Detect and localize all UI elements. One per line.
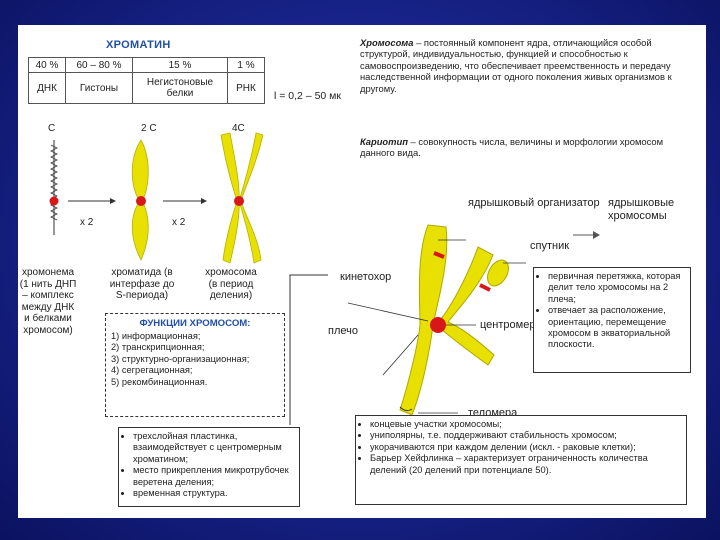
telomere-note: Барьер Хейфлинка – характеризует огранич… xyxy=(370,453,680,476)
kinetochore-note: временная структура. xyxy=(133,488,295,499)
caption-chromatid: хроматида (в интерфазе до S-периода) xyxy=(106,267,178,302)
arrow-1-head xyxy=(110,198,116,204)
slide: ХРОМАТИН 40 % 60 – 80 % 15 % 1 % ДНК Гис… xyxy=(18,25,706,518)
function-item: 4) сегрегационная; xyxy=(111,365,279,376)
chromatid-centromere xyxy=(136,196,146,206)
label-centromere: центромер xyxy=(480,319,535,331)
chromosome-definition: Хромосома – постоянный компонент ядра, о… xyxy=(360,37,700,94)
centromere-notes-box: первичная перетяжка, которая делит тело … xyxy=(533,267,691,373)
label-arm: плечо xyxy=(328,325,358,337)
kinetochore-notes-box: трехслойная пластинка, взаимодействует с… xyxy=(118,427,300,507)
centromere-note: первичная перетяжка, которая делит тело … xyxy=(548,271,686,305)
function-item: 3) структурно-организационная; xyxy=(111,354,279,365)
telomere-note: униполярны, т.е. поддерживают стабильнос… xyxy=(370,430,680,441)
kinetochore-connector xyxy=(290,275,328,425)
chromosome-stages-drawing xyxy=(18,25,318,265)
kinetochore-pointer xyxy=(348,303,428,321)
function-item: 1) информационная; xyxy=(111,331,279,342)
nucleolar-mark-2 xyxy=(480,285,490,290)
function-item: 5) рекомбинационная. xyxy=(111,377,279,388)
organizer-arrow-head xyxy=(593,231,600,239)
telomere-note: укорачиваются при каждом делении (искл. … xyxy=(370,442,680,453)
caption-chromosome: хромосома (в период деления) xyxy=(200,267,262,302)
telomere-note: концевые участки хромосомы; xyxy=(370,419,680,430)
centromere-note: отвечает за расположение, ориентацию, пе… xyxy=(548,305,686,351)
label-nucleolar-organizer: ядрышковый организатор xyxy=(468,197,600,210)
label-kinetochore: кинетохор xyxy=(340,271,391,283)
arrow-2-head xyxy=(201,198,207,204)
label-satellite: спутник xyxy=(530,240,569,252)
karyotype-term: Кариотип xyxy=(360,136,408,147)
functions-box: ФУНКЦИИ ХРОМОСОМ: 1) информационная; 2) … xyxy=(105,313,285,417)
functions-title: ФУНКЦИИ ХРОМОСОМ: xyxy=(106,318,284,329)
label-nucleolar-chromosomes: ядрышковые хромосомы xyxy=(608,197,688,223)
chromosome-centromere xyxy=(234,196,244,206)
large-centromere xyxy=(430,317,446,333)
telomere-notes-box: концевые участки хромосомы; униполярны, … xyxy=(355,415,687,505)
karyotype-definition: Кариотип – совокупность числа, величины … xyxy=(360,136,700,159)
kinetochore-note: трехслойная пластинка, взаимодействует с… xyxy=(133,431,295,465)
caption-chromonema: хромонема (1 нить ДНП – комплекс между Д… xyxy=(18,267,78,336)
chromosome-term: Хромосома xyxy=(360,37,413,48)
function-item: 2) транскрипционная; xyxy=(111,342,279,353)
chromonema-centromere xyxy=(50,197,59,206)
kinetochore-note: место прикрепления микротрубочек веретен… xyxy=(133,465,295,488)
